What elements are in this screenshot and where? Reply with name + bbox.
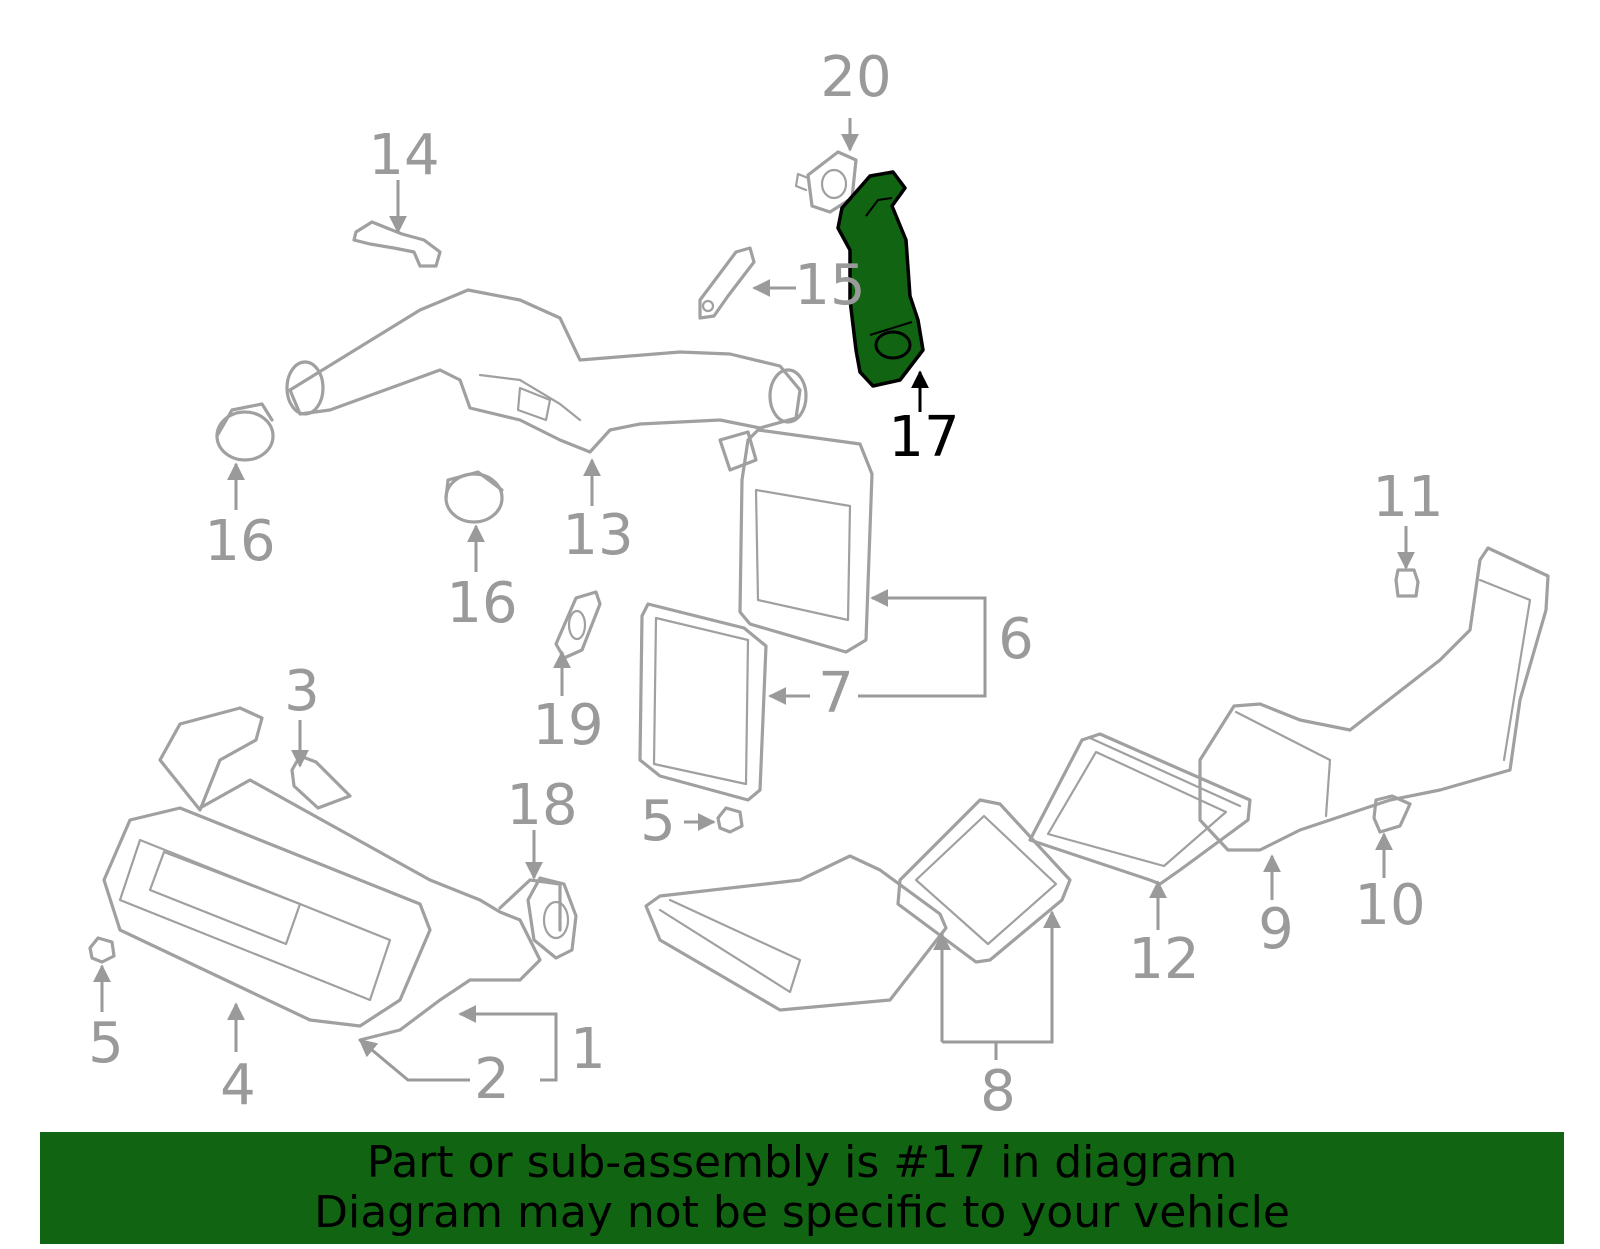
leader-lines [93,118,1415,1082]
part-15-bracket[interactable] [698,246,756,320]
part-17-intake-duct[interactable] [836,170,925,388]
callout-6: 6 [998,607,1034,672]
part-9-upper-duct[interactable] [1198,546,1550,852]
callout-10: 10 [1354,873,1425,938]
callout-9: 9 [1258,897,1294,962]
part-7-seal[interactable] [638,602,768,802]
callout-2: 2 [474,1047,510,1112]
callout-3: 3 [284,659,320,724]
part-5-clip-a[interactable] [88,936,116,964]
part-16-coupler-b[interactable] [444,470,504,524]
part-16-coupler-a[interactable] [215,402,275,462]
callout-17: 17 [888,405,959,470]
callout-14: 14 [368,123,439,188]
part-6-intercooler[interactable] [718,428,874,654]
part-13-intake-pipe[interactable] [285,288,808,454]
callout-19: 19 [532,693,603,758]
callouts: 20 14 15 17 13 16 16 6 7 19 3 18 5 1 2 4… [88,45,1443,1124]
banner-line-2: Diagram may not be specific to your vehi… [314,1187,1290,1238]
callout-11: 11 [1372,465,1443,530]
callout-1: 1 [570,1017,606,1082]
callout-5a: 5 [88,1011,124,1076]
part-11-grommet[interactable] [1394,568,1420,598]
banner-line-1: Part or sub-assembly is #17 in diagram [366,1137,1238,1188]
callout-4: 4 [220,1053,256,1118]
part-8-lower-duct[interactable] [644,798,1072,1012]
info-banner: Part or sub-assembly is #17 in diagram D… [40,1132,1564,1244]
callout-18: 18 [506,773,577,838]
callout-15: 15 [794,253,865,318]
part-12-filter[interactable] [1028,732,1252,886]
part-18-gasket[interactable] [526,876,578,960]
callout-8: 8 [980,1059,1016,1124]
callout-20: 20 [820,45,891,110]
part-19-gasket[interactable] [554,590,602,660]
part-1-air-cleaner-assembly[interactable] [102,706,562,1042]
callout-13: 13 [562,503,633,568]
part-10-bracket[interactable] [1372,794,1412,834]
part-5-clip-b[interactable] [716,806,744,834]
callout-12: 12 [1128,927,1199,992]
callout-5b: 5 [640,789,676,854]
callout-16a: 16 [204,509,275,574]
callout-16b: 16 [446,571,517,636]
callout-7: 7 [818,661,854,726]
